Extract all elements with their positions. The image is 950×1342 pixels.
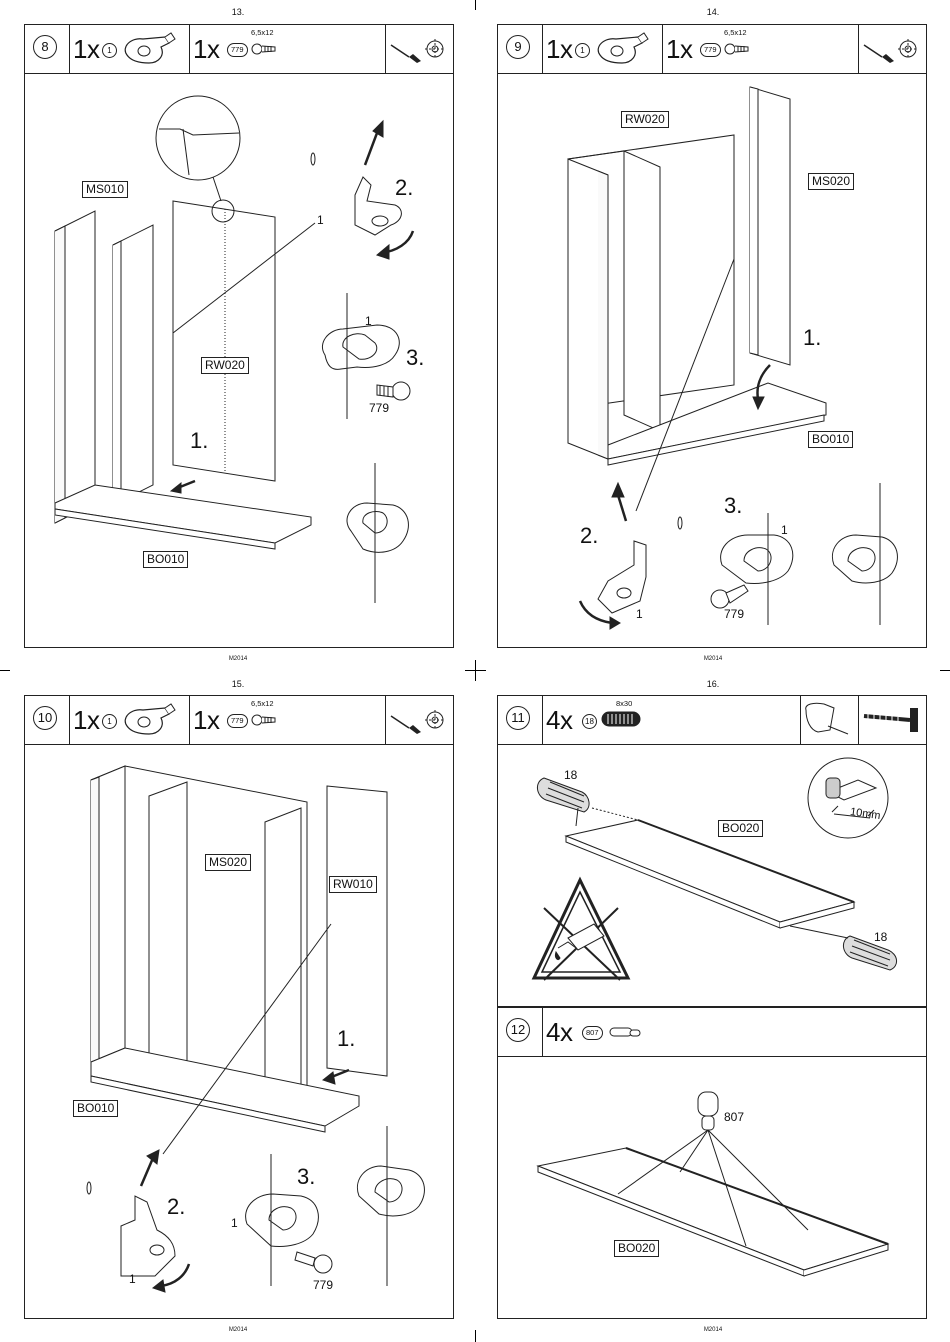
part-label-rw: RW020	[621, 111, 669, 128]
step-number-3: 3.	[297, 1164, 315, 1190]
step-number-3: 3.	[406, 345, 424, 371]
page-number: 13.	[208, 7, 268, 17]
pin-tag: 807	[724, 1110, 744, 1124]
crop-mark	[475, 0, 476, 10]
part-label-bo: BO010	[143, 551, 188, 568]
step-number-3: 3.	[724, 493, 742, 519]
tag-1: 1	[636, 607, 643, 621]
part-label-rw: RW010	[329, 876, 377, 893]
step-9-illustration	[498, 25, 928, 649]
step-8-illustration	[25, 25, 455, 649]
part-label-bo: BO010	[808, 431, 853, 448]
tag-1: 1	[231, 1216, 238, 1230]
model-code: M2014	[208, 656, 268, 662]
dowel-tag: 18	[564, 768, 577, 782]
crop-mark	[475, 660, 476, 681]
part-label-ms: MS020	[808, 173, 854, 190]
page-number: 14.	[683, 7, 743, 17]
part-label-bo: BO020	[614, 1240, 659, 1257]
crop-mark	[475, 1330, 476, 1342]
page-number: 16.	[683, 679, 743, 689]
step-11-panel: 11 4x 18 8x30	[497, 695, 927, 1007]
step-8-panel: 8 1x 1 1x 779 6,5x12	[24, 24, 454, 648]
screw-tag: 779	[369, 401, 389, 415]
page-number: 15.	[208, 679, 268, 689]
model-code: M2014	[683, 656, 743, 662]
model-code: M2014	[208, 1327, 268, 1333]
model-code: M2014	[683, 1327, 743, 1333]
part-label-ms: MS010	[82, 181, 128, 198]
step-number-2: 2.	[580, 523, 598, 549]
step-number-2: 2.	[167, 1194, 185, 1220]
step-12-illustration	[498, 1008, 928, 1320]
step-10-panel: 10 1x 1 1x 779 6,5x12	[24, 695, 454, 1319]
step-number-1: 1.	[190, 428, 208, 454]
step-12-panel: 12 4x 807 BO020 807	[497, 1007, 927, 1319]
part-label-ms: MS020	[205, 854, 251, 871]
step-11-illustration	[498, 696, 928, 1008]
screw-tag: 779	[724, 607, 744, 621]
part-label-bo: BO010	[73, 1100, 118, 1117]
step-number-1: 1.	[803, 325, 821, 351]
crop-mark	[0, 670, 10, 671]
part-label-bo: BO020	[718, 820, 763, 837]
tag-1: 1	[781, 523, 788, 537]
screw-tag: 779	[313, 1278, 333, 1292]
tag-1: 1	[129, 1272, 136, 1286]
step-number-2: 2.	[395, 175, 413, 201]
part-label-rw: RW020	[201, 357, 249, 374]
dowel-tag: 18	[874, 930, 887, 944]
step-number-1: 1.	[337, 1026, 355, 1052]
step-9-panel: 9 1x 1 1x 779 6,5x12	[497, 24, 927, 648]
tag-1: 1	[365, 314, 372, 328]
tag-1: 1	[317, 213, 324, 227]
step-10-illustration	[25, 696, 455, 1320]
crop-mark	[940, 670, 950, 671]
